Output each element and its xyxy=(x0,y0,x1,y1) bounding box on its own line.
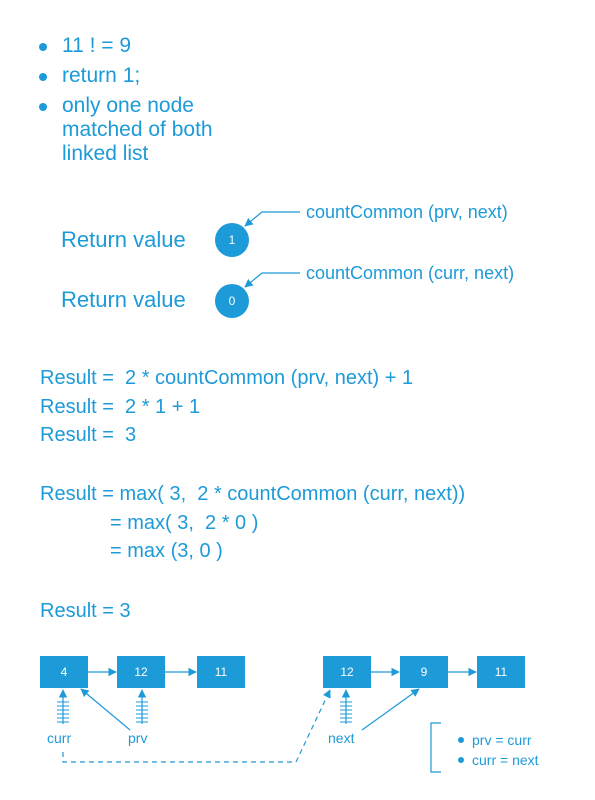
result-line: Result = 2 * countCommon (prv, next) + 1 xyxy=(40,367,414,389)
result-line: Result = 3 xyxy=(40,424,137,446)
legend: prv = curr curr = next xyxy=(456,730,539,770)
return-value-badge: 1 xyxy=(215,223,249,257)
bullet-item: return 1; xyxy=(36,64,213,88)
bullet-list: 11 ! = 9 return 1; only one node matched… xyxy=(36,34,213,166)
return-value-label: Return value xyxy=(61,227,186,252)
list2-node: 9 xyxy=(400,656,448,688)
curr-move-dashed xyxy=(62,689,331,763)
call-label: countCommon (curr, next) xyxy=(306,263,515,283)
pointer-label-prv: prv xyxy=(128,730,148,746)
bullet-line: matched of both xyxy=(62,118,213,141)
result-line: = max (3, 0 ) xyxy=(110,540,223,562)
return-value-label: Return value xyxy=(61,287,186,312)
next-to-node-arrow xyxy=(361,688,420,731)
leader-arrow xyxy=(244,211,300,227)
list1-node: 4 xyxy=(40,656,88,688)
call-label: countCommon (prv, next) xyxy=(306,202,508,222)
bullet-item: only one node matched of both linked lis… xyxy=(36,94,213,166)
list1-node: 11 xyxy=(197,656,245,688)
result-line: = max( 3, 2 * 0 ) xyxy=(110,512,259,534)
pointer-label-curr: curr xyxy=(47,730,72,746)
legend-item: prv = curr xyxy=(456,730,539,750)
bullet-item: 11 ! = 9 xyxy=(36,34,213,58)
legend-item: curr = next xyxy=(456,750,539,770)
bullet-line: only one node xyxy=(62,94,194,117)
result-line: Result = 3 xyxy=(40,600,131,622)
leader-arrow xyxy=(244,272,300,288)
result-line: Result = max( 3, 2 * countCommon (curr, … xyxy=(40,483,466,505)
list2-node: 11 xyxy=(477,656,525,688)
return-value-badge: 0 xyxy=(215,284,249,318)
list2-node: 12 xyxy=(323,656,371,688)
bullet-line: linked list xyxy=(62,142,149,165)
result-line: Result = 2 * 1 + 1 xyxy=(40,396,201,418)
prv-to-curr-arrow xyxy=(80,688,131,731)
pointer-label-next: next xyxy=(328,730,355,746)
legend-bracket xyxy=(430,722,441,773)
list1-node: 12 xyxy=(117,656,165,688)
